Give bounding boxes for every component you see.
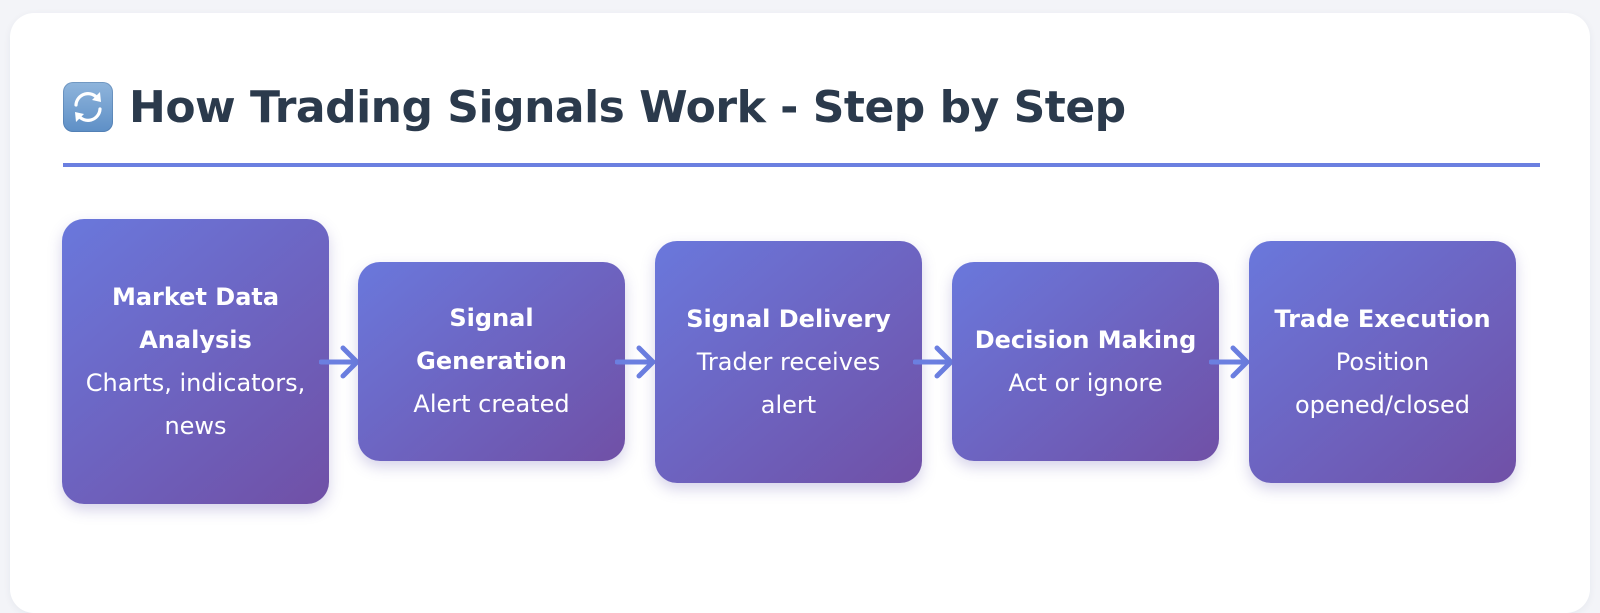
step-description: Position opened/closed — [1294, 347, 1471, 419]
step-title: Market Data Analysis — [111, 282, 280, 354]
step-description: Charts, indicators, news — [85, 368, 306, 440]
step-description: Alert created — [413, 390, 570, 418]
step-title: Signal Delivery — [686, 304, 891, 333]
title-divider — [63, 163, 1540, 167]
step-title: Decision Making — [974, 325, 1197, 354]
step-description: Act or ignore — [1008, 368, 1163, 397]
step-title: Trade Execution — [1274, 304, 1491, 333]
step-signal-generation: Signal Generation Alert created — [358, 262, 625, 461]
arrow-right-icon — [615, 345, 656, 379]
step-description: Trader receives alert — [696, 347, 881, 419]
arrow-right-icon — [913, 345, 954, 379]
step-decision-making: Decision Making Act or ignore — [952, 262, 1219, 461]
page-title: How Trading Signals Work - Step by Step — [129, 81, 1126, 133]
arrow-right-icon — [319, 345, 360, 379]
arrow-right-icon — [1209, 345, 1250, 379]
step-trade-execution: Trade Execution Position opened/closed — [1249, 241, 1516, 483]
section-header: How Trading Signals Work - Step by Step — [63, 76, 1126, 138]
step-market-data-analysis: Market Data Analysis Charts, indicators,… — [62, 219, 329, 504]
step-title: Signal Generation — [416, 304, 567, 375]
step-signal-delivery: Signal Delivery Trader receives alert — [655, 241, 922, 483]
counterclockwise-arrows-icon — [63, 82, 113, 132]
